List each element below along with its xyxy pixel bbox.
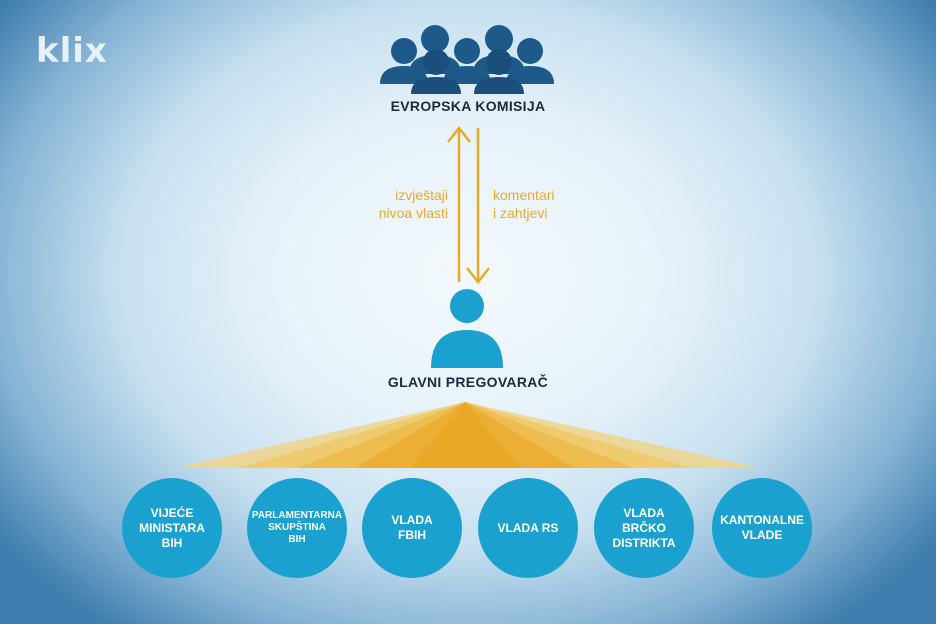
down-arrow-caption-line: komentari (493, 187, 555, 203)
evropska-komisija-label: EVROPSKA KOMISIJA (390, 98, 546, 114)
node-label-line: PARLAMENTARNA (251, 510, 343, 521)
node-vlada-brcko-distrikta: VLADA BRČKO DISTRIKTA (594, 478, 694, 578)
up-arrow-caption-line: izvještaji (395, 187, 448, 203)
up-arrow-caption-line: nivoa vlasti (378, 205, 448, 221)
node-label-line: VLADA RS (497, 520, 559, 535)
node-label-line: BIH (161, 535, 183, 550)
distribution-fan (176, 402, 760, 468)
node-label-line: MINISTARA (139, 520, 205, 535)
node-label-line: VLADE (741, 528, 783, 542)
node-label-line: SKUPŠTINA (268, 522, 326, 533)
glavni-pregovarac-label: GLAVNI PREGOVARAČ (387, 374, 549, 390)
node-label-line: BIH (288, 534, 306, 545)
group-people-icon (380, 25, 554, 94)
klix-logo: klix (36, 31, 108, 71)
node-label-line: BRČKO (621, 520, 666, 535)
down-arrow-caption: komentari i zahtjevi (493, 186, 603, 222)
node-label-line: FBIH (398, 528, 426, 542)
node-label-line: VLADA (391, 513, 433, 527)
node-kantonalne-vlade: KANTONALNE VLADE (712, 478, 812, 578)
down-arrow-caption-line: i zahtjevi (493, 205, 548, 221)
node-vlada-fbih: VLADA FBIH (362, 478, 462, 578)
node-label-line: KANTONALNE (720, 513, 804, 527)
node-label-line: DISTRIKTA (612, 535, 676, 550)
node-label-line: VIJEĆE (150, 505, 194, 520)
node-vlada-rs: VLADA RS (478, 478, 578, 578)
node-label-line: VLADA (623, 505, 665, 520)
person-icon (431, 289, 503, 368)
node-vijece-ministara: VIJEĆE MINISTARA BIH (122, 478, 222, 578)
node-parlamentarna-skupstina: PARLAMENTARNA SKUPŠTINA BIH (247, 478, 347, 578)
up-arrow (447, 125, 471, 282)
down-arrow (466, 128, 490, 285)
up-arrow-caption: izvještaji nivoa vlasti (340, 186, 448, 222)
